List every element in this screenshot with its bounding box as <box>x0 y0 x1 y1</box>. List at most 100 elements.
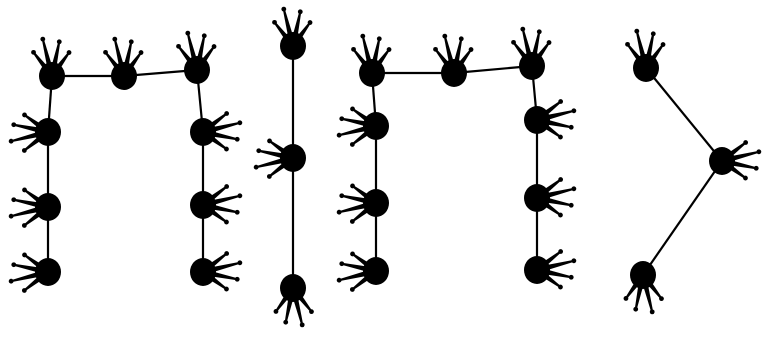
spike-tip <box>234 276 240 282</box>
spike-tip <box>224 286 229 292</box>
spike-tip <box>634 28 640 34</box>
spike-tip <box>185 30 191 36</box>
spike-tip <box>21 148 27 153</box>
spike-tip <box>349 219 355 224</box>
spike-mark <box>210 261 241 273</box>
spike-mark <box>13 123 41 133</box>
node-a4 <box>8 112 61 153</box>
node-body <box>190 258 216 286</box>
node-c9 <box>524 249 577 290</box>
spike-mark <box>634 282 644 310</box>
spike-tip <box>128 39 134 45</box>
node-a3 <box>176 30 217 84</box>
node-body <box>190 191 216 219</box>
spike-mark <box>210 121 241 133</box>
left-arch-group <box>8 30 243 293</box>
spike-tip <box>649 309 655 315</box>
chevron-group <box>623 28 762 315</box>
node-c1 <box>351 33 392 87</box>
node-body <box>633 54 659 82</box>
spike-tip <box>237 120 243 126</box>
spike-tip <box>558 99 564 104</box>
spike-mark <box>123 41 133 69</box>
spike-mark <box>10 131 41 143</box>
node-a2 <box>103 36 144 90</box>
node-b2 <box>253 138 306 179</box>
node-body <box>363 112 389 140</box>
spike-tip <box>433 46 438 52</box>
node-c4 <box>336 106 389 147</box>
spike-mark <box>210 194 241 206</box>
spike-tip <box>558 212 563 218</box>
spike-mark <box>544 187 575 199</box>
spike-tip <box>625 41 630 47</box>
spike-tip <box>360 33 366 39</box>
spike-tip <box>520 26 526 32</box>
spike-tip <box>201 33 207 39</box>
node-a8 <box>190 184 243 225</box>
spike-tip <box>307 20 313 25</box>
spike-tip <box>568 124 574 130</box>
spike-tip <box>659 296 664 302</box>
spike-mark <box>341 262 369 272</box>
spike-tip <box>283 319 289 325</box>
spike-tip <box>234 136 240 142</box>
spike-tip <box>376 36 382 42</box>
spike-tip <box>56 39 62 45</box>
spike-mark <box>341 117 369 127</box>
spike-mark <box>210 131 238 141</box>
spike-tip <box>558 177 564 182</box>
node-body <box>524 256 550 284</box>
vertical-chain-group <box>253 6 314 328</box>
spike-mark <box>210 271 238 281</box>
spike-mark <box>258 149 286 159</box>
node-a5 <box>8 187 61 228</box>
spike-tip <box>272 19 277 25</box>
node-d1 <box>625 28 666 82</box>
spike-tip <box>11 197 17 203</box>
spike-tip <box>11 262 17 268</box>
node-body <box>359 59 385 87</box>
node-a6 <box>8 252 61 293</box>
spike-tip <box>753 165 759 171</box>
spike-mark <box>186 32 198 63</box>
spike-tip <box>458 36 464 42</box>
spike-mark <box>341 194 369 204</box>
spike-tip <box>211 44 217 49</box>
spike-tip <box>112 36 118 42</box>
spike-tip <box>536 29 542 35</box>
spike-tip <box>350 106 355 112</box>
spike-tip <box>281 6 287 12</box>
spike-tip <box>237 260 243 266</box>
spike-tip <box>558 134 563 140</box>
node-body <box>363 189 389 217</box>
node-body <box>111 62 137 90</box>
spike-tip <box>66 50 72 55</box>
spike-tip <box>266 174 272 179</box>
right-arch-group <box>336 26 577 292</box>
spike-tip <box>558 249 564 254</box>
spike-tip <box>297 9 303 15</box>
spike-tip <box>743 175 748 181</box>
spike-tip <box>21 223 27 228</box>
chevron-group-edges <box>642 67 723 276</box>
node-body <box>524 106 550 134</box>
spike-tip <box>349 287 355 292</box>
spike-mark <box>51 41 61 69</box>
spike-mark <box>284 295 294 323</box>
spike-mark <box>292 295 304 326</box>
spike-tip <box>253 164 259 170</box>
edge-line <box>645 67 723 162</box>
spike-mark <box>544 197 572 207</box>
node-c5 <box>336 183 389 224</box>
spike-tip <box>558 284 563 290</box>
node-body <box>363 257 389 285</box>
node-a9 <box>190 251 243 292</box>
node-body <box>524 184 550 212</box>
node-body <box>184 56 210 84</box>
spike-tip <box>224 184 230 189</box>
spike-mark <box>338 202 369 214</box>
spike-mark <box>196 35 206 63</box>
spike-tip <box>571 108 577 114</box>
spike-tip <box>349 142 355 147</box>
